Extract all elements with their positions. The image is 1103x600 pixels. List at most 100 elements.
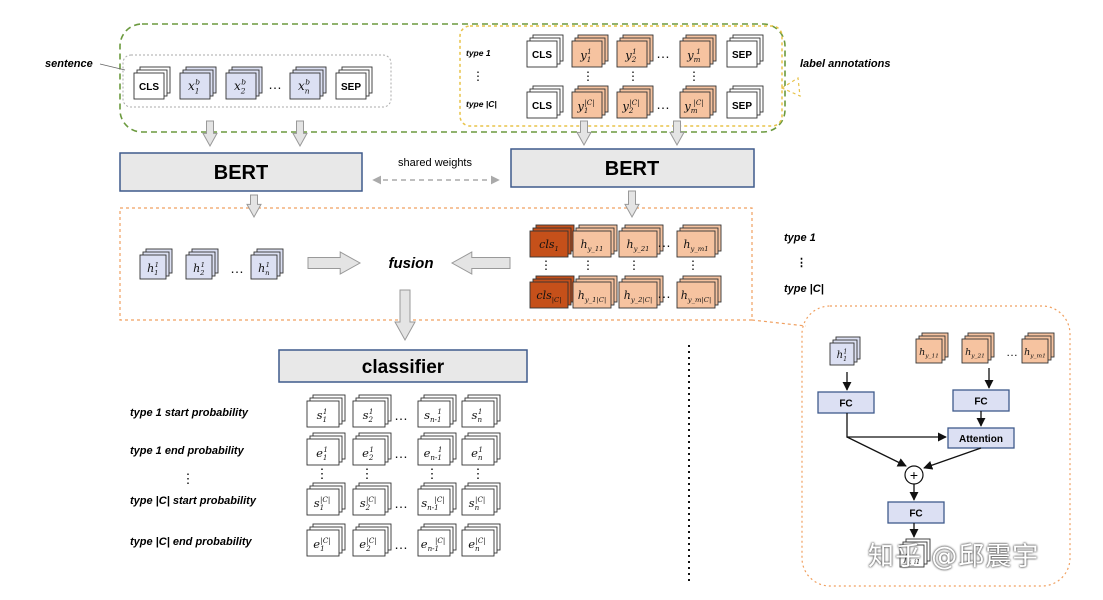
classifier-cell-box xyxy=(306,394,346,428)
token-layer xyxy=(571,91,603,119)
annotation-vdots: ⋮ xyxy=(472,69,484,83)
classifier-cell-box xyxy=(306,482,346,516)
detail-hy-token-box xyxy=(961,332,995,364)
classifier-row-label: type |C| start probability xyxy=(130,495,257,507)
token-layer xyxy=(616,40,648,68)
token-layer xyxy=(306,529,340,557)
classifier-cell-box xyxy=(417,482,457,516)
fusion-right-token-box xyxy=(572,224,618,258)
fusion-left-token-label: h21 xyxy=(193,261,205,277)
annotation-group-border xyxy=(459,25,783,127)
sentence-token-label: x2b xyxy=(234,78,246,96)
token-layer xyxy=(139,254,167,280)
classifier-cell-box xyxy=(306,432,346,466)
token-layer xyxy=(417,438,451,466)
token-layer xyxy=(179,72,211,100)
fusion-right-token-box xyxy=(618,275,664,309)
annotation-token-box xyxy=(679,85,717,119)
classifier-cell-box xyxy=(417,394,457,428)
token-layer xyxy=(352,488,386,516)
block-arrow-down xyxy=(292,120,308,148)
fusion-type-legend: type 1⋮type |C| xyxy=(784,232,824,295)
classifier-cell-box xyxy=(352,523,392,557)
fusion-label: fusion xyxy=(389,255,434,272)
annotation-token-box xyxy=(571,85,609,119)
classifier-vdots: ⋮ xyxy=(182,471,195,486)
block-arrow-horizontal xyxy=(450,251,511,275)
detail-hy-token-box xyxy=(1021,332,1055,364)
classifier-cell-label: en1 xyxy=(471,445,483,462)
fusion-right-ellipsis: … xyxy=(657,234,671,250)
token-layer xyxy=(306,488,340,516)
sentence-token-box xyxy=(179,66,217,100)
annotation-token-box xyxy=(616,85,654,119)
fusion-vdots: ⋮ xyxy=(687,258,699,272)
detail-plus-circle xyxy=(904,465,924,485)
detail-fc-bottom-box xyxy=(887,501,945,524)
fusion-left-token-box xyxy=(139,248,173,280)
annotation-token-label: CLS xyxy=(532,101,552,112)
classifier-cell-label: s1|C| xyxy=(314,495,331,512)
fusion-type-legend-item: type 1 xyxy=(784,232,816,244)
sentence-token-box xyxy=(225,66,263,100)
detail-output-box xyxy=(899,538,931,568)
annotation-token-label: y21 xyxy=(624,47,637,64)
token-layer xyxy=(616,91,648,119)
detail-panel-border xyxy=(801,305,1071,587)
classifier-ellipsis: … xyxy=(394,407,408,423)
token-layer xyxy=(899,544,925,568)
classifier-cell-label: sn-11 xyxy=(424,407,442,424)
detail-arrow xyxy=(846,436,907,467)
fusion-type-legend-item: ⋮ xyxy=(796,257,807,269)
annotation-ellipsis: … xyxy=(656,96,670,112)
annotation-vdots: ⋮ xyxy=(688,69,700,83)
annotation-token-box xyxy=(726,34,764,68)
classifier-cell-label: e21 xyxy=(362,445,374,462)
token-layer xyxy=(461,488,495,516)
fusion-left-token-label: h11 xyxy=(147,261,159,277)
token-layer xyxy=(289,72,321,100)
token-layer xyxy=(352,400,386,428)
token-layer xyxy=(526,40,558,68)
fusion-right-token-box xyxy=(618,224,664,258)
block-arrow-horizontal xyxy=(307,251,362,275)
annotation-token-label: y1|C| xyxy=(576,98,594,115)
sentence-token-box xyxy=(335,66,373,100)
detail-fc-left-box xyxy=(817,391,875,414)
shared-weights-label: shared weights xyxy=(398,157,472,169)
classifier-cell-label: s2|C| xyxy=(360,495,377,512)
annotation-token-box xyxy=(616,34,654,68)
token-layer xyxy=(133,72,165,100)
classifier-vdots: ⋮ xyxy=(426,466,439,481)
bert-left-box xyxy=(119,152,363,192)
block-arrow-down xyxy=(246,194,262,219)
classifier-cell-box xyxy=(352,482,392,516)
classifier-ellipsis: … xyxy=(394,536,408,552)
detail-attention-label: Attention xyxy=(959,434,1003,445)
block-arrow-down xyxy=(669,120,685,147)
fusion-right-token-label: hy_11 xyxy=(580,238,603,253)
detail-h-token-label: h11 xyxy=(837,349,848,363)
token-layer xyxy=(306,438,340,466)
token-layer xyxy=(676,281,716,309)
token-layer xyxy=(306,400,340,428)
classifier-cell-box xyxy=(461,432,501,466)
annotation-token-label: CLS xyxy=(532,50,552,61)
classifier-cell-box xyxy=(417,523,457,557)
classifier-row-label: type |C| end probability xyxy=(130,536,253,548)
classifier-cell-box xyxy=(306,523,346,557)
annotation-token-box xyxy=(526,34,564,68)
annotation-vdots: ⋮ xyxy=(582,69,594,83)
detail-fc-right-label: FC xyxy=(974,397,987,408)
token-layer xyxy=(417,400,451,428)
detail-hy-token-label: hy_m1 xyxy=(1024,347,1046,360)
detail-arrow xyxy=(923,447,982,470)
classifier-row-label: type 1 start probability xyxy=(130,407,249,419)
sentence-token-label: CLS xyxy=(139,82,159,93)
annotation-token-box xyxy=(571,34,609,68)
